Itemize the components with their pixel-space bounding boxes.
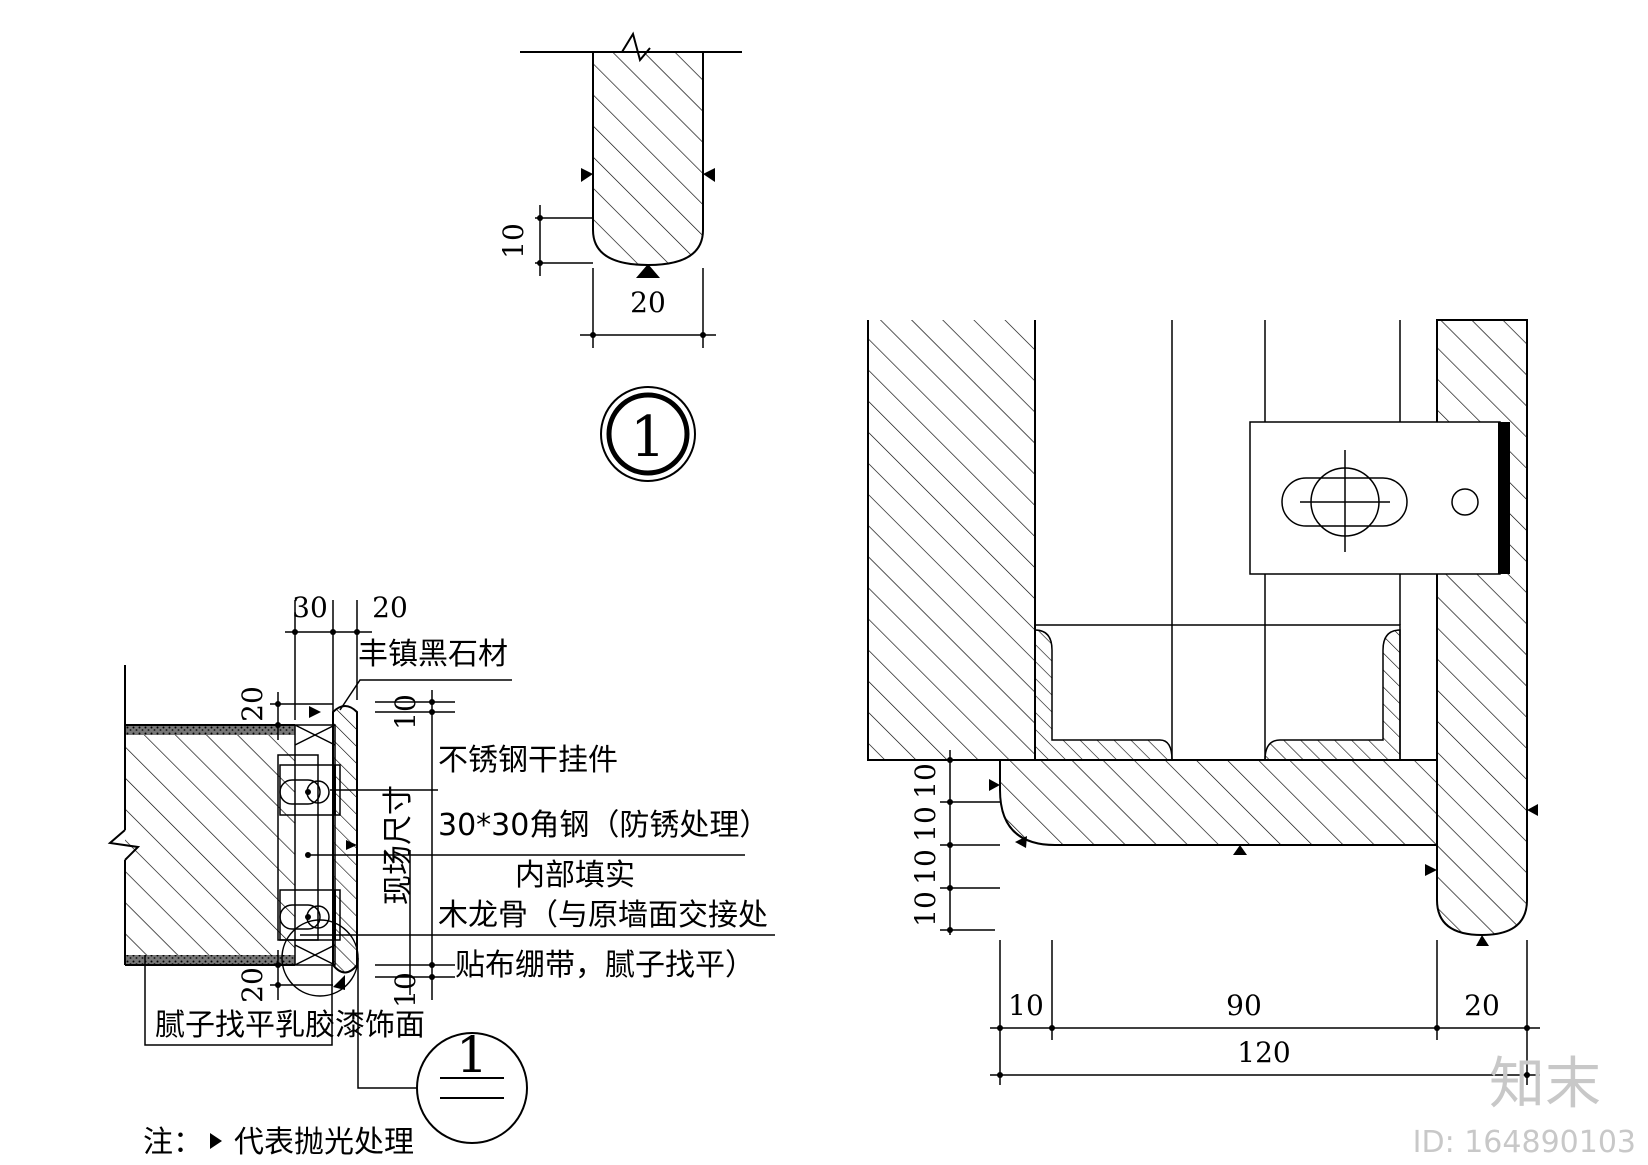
detail-right-section: [867, 319, 1538, 946]
detail-top-profile: [520, 31, 742, 278]
label-fill: 内部填实: [515, 858, 635, 893]
dim-left-bottom: 20: [236, 967, 269, 1003]
watermark-logo: 知末: [1489, 1052, 1601, 1117]
dim-h-2: 90: [1226, 989, 1262, 1022]
dim-right-bottom: 10: [389, 972, 422, 1008]
dim-v-1: 10: [909, 763, 942, 799]
polish-mark: [1476, 935, 1489, 946]
dim-v-2: 10: [909, 806, 942, 842]
dim-width: 20: [630, 286, 666, 319]
note-text: 代表抛光处理: [234, 1125, 414, 1160]
dim-v-4: 10: [909, 891, 942, 927]
polish-mark: [703, 168, 715, 182]
detail-marker-left: 1: [416, 1026, 528, 1144]
polish-mark: [1015, 836, 1027, 848]
dim-h-1: 10: [1008, 989, 1044, 1022]
detail-marker-number: 1: [456, 1026, 488, 1084]
polish-mark: [333, 975, 345, 990]
watermark-id: ID: 164890103: [1413, 1125, 1636, 1160]
dim-total: 120: [1237, 1036, 1290, 1069]
detail-left-wall: [107, 665, 336, 966]
watermark: 知末 ID: 164890103: [1413, 1052, 1636, 1160]
detail-top-dimensions: 10 20: [497, 205, 716, 348]
polish-mark: [989, 779, 1000, 791]
detail-left-stone: [281, 705, 359, 997]
polish-mark: [1425, 864, 1437, 876]
polish-mark: [309, 706, 321, 718]
label-stone: 丰镇黑石材: [358, 637, 508, 672]
note-prefix: 注：: [143, 1125, 203, 1160]
polish-mark: [1233, 845, 1247, 855]
label-angle-steel: 30*30角钢（防锈处理）: [438, 808, 769, 843]
detail-marker-number: 1: [630, 405, 666, 470]
polish-mark-icon: [210, 1133, 222, 1149]
detail-marker-1: 1: [600, 386, 696, 482]
label-site-dimension: 现场尺寸: [381, 785, 416, 905]
detail-right-dimensions: 10 10 10 10 10 90 20 120: [909, 750, 1540, 1085]
detail-left-leaders: 丰镇黑石材 不锈钢干挂件 30*30角钢（防锈处理） 内部填实 木龙骨（与原墙面…: [144, 637, 775, 1089]
polish-mark: [636, 264, 660, 278]
detail-left-dimensions: 30 20 20 20 10 10 现场尺寸: [236, 591, 455, 1008]
dim-left-top: 20: [236, 686, 269, 722]
dim-top-1: 30: [292, 591, 328, 624]
label-tape: 贴布绷带，腻子找平）: [455, 948, 755, 983]
dim-top-2: 20: [372, 591, 408, 624]
label-paint: 腻子找平乳胶漆饰面: [155, 1008, 425, 1043]
dim-height: 10: [497, 223, 530, 259]
label-keel: 木龙骨（与原墙面交接处: [438, 898, 768, 933]
dim-right-top: 10: [389, 694, 422, 730]
polish-mark: [581, 168, 593, 182]
polish-mark: [346, 840, 357, 850]
dim-h-3: 20: [1464, 989, 1500, 1022]
note: 注： 代表抛光处理: [143, 1125, 414, 1160]
polish-mark: [1527, 804, 1538, 816]
dim-v-3: 10: [909, 849, 942, 885]
label-hanger: 不锈钢干挂件: [438, 743, 618, 778]
